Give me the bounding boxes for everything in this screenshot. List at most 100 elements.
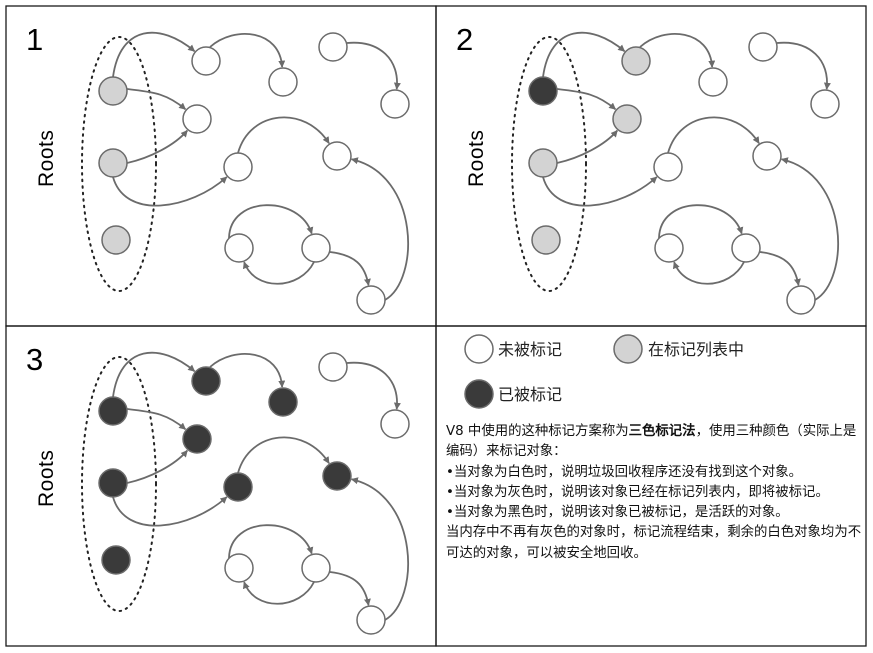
legend-white-node: [464, 334, 494, 364]
panel-2-node-n8: [654, 233, 684, 263]
panel-2-node-n4: [653, 152, 683, 182]
panel-1-edge-11: [350, 157, 409, 301]
panel-1-roots-set: [81, 36, 157, 292]
panel-3-node-n9: [301, 553, 331, 583]
panel-2-node-n7: [810, 89, 840, 119]
panel-3-edge-8: [228, 524, 314, 559]
panel-2-node-a: [528, 76, 558, 106]
panel-1-node-c: [101, 225, 131, 255]
bullet-black: •当对象为黑色时，说明该对象已被标记，是活跃的对象。: [446, 505, 789, 521]
panel-2-edge-7: [776, 41, 831, 90]
panel-3-node-n7: [380, 409, 410, 439]
panel-2-border: [435, 5, 867, 327]
legend-black-node: [464, 379, 494, 409]
panel-1-node-n1: [191, 46, 221, 76]
description-conclusion: 当内存中不再有灰色的对象时，标记流程结束，剩余的白色对象均为不可达的对象，可以被…: [446, 525, 862, 561]
panel-3-node-n3: [182, 424, 212, 454]
panel-3-edge-10: [329, 571, 371, 606]
panel-1-node-n3: [182, 104, 212, 134]
panel-3-node-n5: [322, 461, 352, 491]
panel-2-edge-10: [759, 251, 801, 286]
panel-2-node-n10: [786, 285, 816, 315]
panel-1-node-a: [98, 76, 128, 106]
panel-3-node-n4: [223, 472, 253, 502]
panel-3-edge-7: [346, 361, 401, 410]
panel-1-node-n5: [322, 141, 352, 171]
panel-1-edge-1: [112, 31, 196, 78]
intro-pre: V8 中使用的这种标记方案称为: [446, 424, 629, 439]
panel-3-edge-2: [209, 353, 286, 388]
panel-2-edge-6: [667, 116, 760, 154]
panel-1-border: [5, 5, 437, 327]
panel-3-node-b: [98, 468, 128, 498]
panel-1-edge-9: [242, 261, 315, 285]
panel-3-edge-6: [237, 436, 330, 474]
panel-2-node-n2: [698, 67, 728, 97]
panel-2-edge-3: [556, 88, 617, 110]
panel-2-edge-1: [542, 31, 626, 78]
panel-3-node-n1: [191, 366, 221, 396]
legend: 未被标记 在标记列表中 已被标记: [464, 334, 744, 409]
panel-1-node-n6: [318, 32, 348, 62]
panel-1-node-n4: [223, 152, 253, 182]
panel-2-node-n1: [621, 46, 651, 76]
panel-2-roots-label: Roots: [465, 130, 488, 187]
panel-1-node-n2: [268, 67, 298, 97]
panel-1-edge-10: [329, 251, 371, 286]
panel-1-edge-4: [126, 129, 188, 164]
panel-1-edge-8: [228, 204, 314, 239]
panel-3-edge-3: [126, 408, 187, 430]
panel-2-edge-8: [658, 204, 744, 239]
panel-1-node-n9: [301, 233, 331, 263]
panel-2-node-n9: [731, 233, 761, 263]
bullet-white: •当对象为白色时，说明垃圾回收程序还没有找到这个对象。: [446, 464, 803, 480]
legend-in-list-label: 在标记列表中: [648, 340, 744, 359]
panel-2-edge-5: [542, 176, 658, 207]
description: V8 中使用的这种标记方案称为三色标记法，使用三种颜色（实际上是编码）来标记对象…: [446, 422, 862, 564]
panel-3-node-c: [101, 545, 131, 575]
panel-2-roots-set: [511, 36, 587, 292]
legend-marked-label: 已被标记: [498, 385, 562, 404]
intro-post: ，使用三种颜色（实际上是编码）来标记对象：: [446, 424, 857, 460]
panel-2-edge-2: [639, 33, 716, 68]
panel-3-node-n8: [224, 553, 254, 583]
panel-2-node-n5: [752, 141, 782, 171]
panel-3-edge-9: [242, 581, 315, 605]
panel-1-edge-2: [209, 33, 286, 68]
panel-1-node-n8: [224, 233, 254, 263]
panel-3-node-n2: [268, 387, 298, 417]
panel-2-edge-4: [556, 129, 618, 164]
panel-1-roots-label: Roots: [35, 130, 58, 187]
panel-3-roots-set: [81, 356, 157, 612]
panel-1-edge-7: [346, 41, 401, 90]
panel-3-edge-11: [350, 477, 409, 621]
panel-2-edge-9: [672, 261, 745, 285]
panel-3-border: [5, 325, 437, 647]
panel-3-edge-5: [112, 496, 228, 527]
panel-2-node-n3: [612, 104, 642, 134]
grid: [5, 5, 867, 647]
panel-1-node-n10: [356, 285, 386, 315]
panel-3-node-n10: [356, 605, 386, 635]
panel-1-node-b: [98, 148, 128, 178]
panel-3-node-a: [98, 396, 128, 426]
panel-3-edge-1: [112, 351, 196, 398]
panel-1-node-n7: [380, 89, 410, 119]
panel-2-node-b: [528, 148, 558, 178]
panel-2-node-n6: [748, 32, 778, 62]
panel-3-edge-4: [126, 449, 188, 484]
bullet-gray: •当对象为灰色时，说明该对象已经在标记列表内，即将被标记。: [446, 484, 829, 500]
panel-1-edge-6: [237, 116, 330, 154]
panel-1-number: 1: [26, 22, 43, 57]
description-intro: V8 中使用的这种标记方案称为三色标记法，使用三种颜色（实际上是编码）来标记对象…: [446, 422, 862, 463]
panel-2-edge-11: [780, 157, 839, 301]
legend-unmarked-label: 未被标记: [498, 340, 562, 359]
legend-panel-border: [435, 325, 867, 647]
panel-3-node-n6: [318, 352, 348, 382]
panel-3-number: 3: [26, 342, 43, 377]
